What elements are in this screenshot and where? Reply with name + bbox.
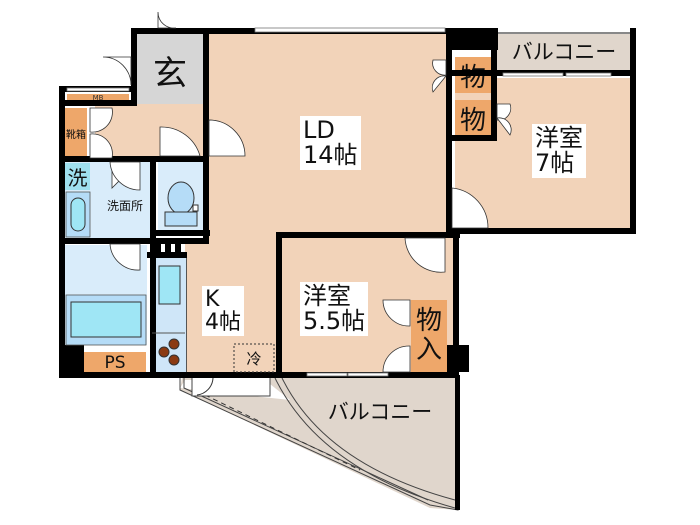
balcony-top-label: バルコニー	[499, 36, 629, 66]
closet-label-2: 入	[415, 335, 442, 365]
balcony-bottom-name: バルコニー	[327, 400, 433, 424]
washing-machine-label: 洗	[67, 166, 88, 190]
pipe-space-label: PS	[104, 352, 126, 373]
shoe-box-label: 靴箱	[66, 129, 86, 141]
western-room-5-5-name: 洋室	[303, 282, 351, 310]
closet-label-1: 物	[415, 306, 442, 337]
western-room-5-5-size: 5.5帖	[303, 307, 366, 336]
doors	[89, 11, 512, 373]
closet: 物 入	[411, 300, 447, 372]
ld-size: 14帖	[303, 141, 358, 170]
refrigerator-name: 冷	[246, 349, 262, 368]
western-room-5-5-label: 洋室 5.5帖	[300, 282, 369, 337]
western-room-7-name: 洋室	[535, 124, 583, 152]
balcony-bottom-area	[180, 378, 458, 510]
balcony-top	[497, 32, 631, 72]
western-room-7-label: 洋室 7帖	[532, 124, 586, 179]
shoe-box: 靴箱	[65, 108, 87, 158]
meter-box-label: MB	[92, 93, 104, 102]
storage-2: 物	[455, 100, 491, 136]
ld-label: LD 14帖	[300, 116, 361, 171]
pipe-space: PS	[84, 352, 146, 373]
entrance-label: 玄	[140, 40, 200, 100]
storage-1-label: 物	[459, 62, 486, 93]
washroom-name: 洗面所	[106, 198, 143, 213]
refrigerator-label: 冷	[236, 346, 272, 370]
kitchen-size: 4帖	[205, 310, 241, 336]
kitchen-label: K 4帖	[202, 286, 244, 337]
washing-machine-space: 洗	[65, 163, 90, 190]
meter-box: MB	[67, 93, 129, 102]
balcony-bottom-label: バルコニー	[310, 396, 450, 426]
entrance	[137, 34, 203, 104]
washroom-label: 洗面所	[100, 196, 150, 214]
entrance-name: 玄	[153, 53, 187, 94]
ld-name: LD	[303, 116, 335, 144]
balcony-top-name: バルコニー	[511, 40, 617, 64]
kitchen-name: K	[205, 287, 220, 312]
storage-2-label: 物	[459, 105, 486, 136]
western-room-7-size: 7帖	[535, 149, 575, 178]
